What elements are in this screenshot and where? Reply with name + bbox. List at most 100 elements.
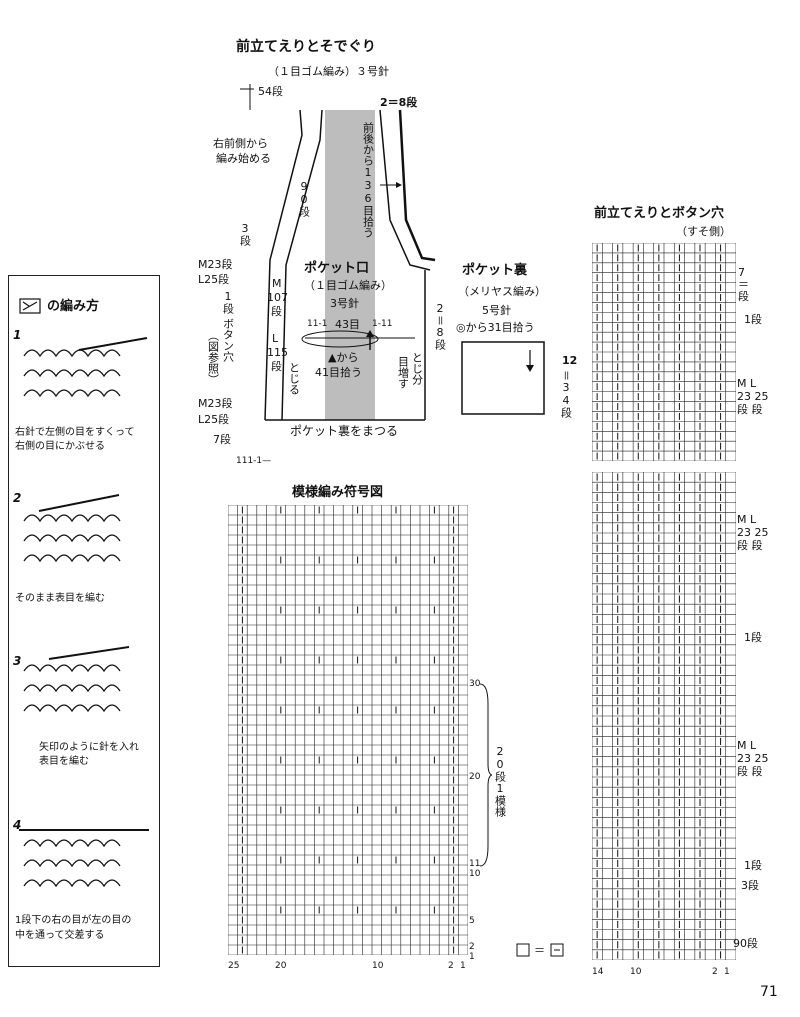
bh-x-1: 1	[724, 967, 730, 977]
m107-label: M	[272, 277, 282, 290]
l25-label: L25段	[198, 273, 230, 286]
pocket-back-rows-34: ＝34段	[559, 370, 573, 418]
pattern-chart-grid	[228, 505, 468, 955]
bh-rows-3: 3段	[741, 879, 759, 892]
pocket-needle: 3号針	[330, 297, 359, 310]
start-note-2: 編み始める	[216, 152, 271, 165]
top-right-rows-label: 2＝8段	[380, 96, 418, 109]
arrow-right-head	[396, 182, 402, 188]
collar-outline-left-inner	[281, 109, 323, 421]
step-3-caption-1: 矢印のように針を入れ	[39, 742, 139, 753]
step-4-caption-1: 1段下の右の目が左の目の	[15, 915, 132, 926]
pattern-y-30: 30	[469, 679, 481, 689]
pattern-x-25: 25	[228, 961, 240, 971]
l25b-label: L25段	[198, 413, 230, 426]
bottom-mark: 111-1—	[236, 456, 272, 466]
pattern-x-2: 2	[448, 961, 454, 971]
step-4-illustration	[19, 829, 149, 888]
pattern-x-1: 1	[460, 961, 466, 971]
legend-equals: ＝	[534, 944, 545, 957]
pocket-pickup: ▲から	[328, 351, 359, 364]
pocket-back-subtitle: （メリヤス編み）	[458, 285, 546, 298]
bh-ml-2b: 段 段	[737, 539, 763, 552]
buttonhole-grid-bottom	[592, 472, 736, 960]
l115-unit: 段	[271, 360, 282, 373]
pocket-back-rows-12: 12	[562, 354, 578, 367]
buttonhole-chart-subtitle: （すそ側）	[676, 225, 731, 238]
tojiru-label: とじる	[287, 362, 301, 395]
step-3-illustration	[23, 646, 130, 713]
step-2-caption-1: そのまま表目を編む	[15, 593, 105, 604]
step-1-caption-1: 右針で左側の目をすくって	[15, 427, 135, 438]
bh-rows-90: 90段	[733, 937, 758, 950]
bh-row-1c: 1段	[744, 859, 762, 872]
one-row-label: 1段	[221, 290, 235, 314]
pattern-y-11: 11	[469, 859, 481, 869]
rows-54-label: 54段	[258, 85, 283, 98]
legend-box-blank	[516, 943, 530, 957]
bh-x-14: 14	[592, 967, 604, 977]
cross-symbol-icon	[19, 298, 41, 314]
see-figure-label: （図参照）	[206, 330, 220, 385]
bh-rows-7: 7	[738, 266, 745, 279]
buttonhole-grid-top	[592, 243, 736, 461]
step-2-illustration	[23, 494, 121, 563]
front-collar-title: 前立てえりとそでぐり	[236, 39, 376, 55]
bh-ml-1: M L	[737, 377, 757, 390]
stitch-guide-title: の編み方	[47, 299, 100, 314]
pocket-back-pickup: ◎から31目拾う	[456, 321, 535, 334]
step-4-caption-2: 中を通って交差する	[15, 930, 105, 941]
bh-ml-1a: 23 25	[737, 390, 769, 403]
l115-label: L	[272, 332, 279, 345]
pocket-back-needle: 5号針	[482, 304, 511, 317]
rows-90-label: 90段	[297, 180, 311, 217]
m107-unit: 段	[271, 305, 282, 318]
bh-rows-7c: 段	[738, 290, 749, 303]
step-2-number: 2	[13, 491, 22, 505]
buttonhole-label: ボタン穴	[221, 318, 235, 362]
bh-rows-7b: ＝	[738, 278, 749, 291]
start-note-1: 右前側から	[213, 137, 268, 150]
pattern-y-10: 10	[469, 869, 481, 879]
pattern-y-1: 1	[469, 952, 475, 962]
bh-ml-3b: 段 段	[737, 765, 763, 778]
buttonhole-chart-title: 前立てえりとボタン穴	[594, 206, 725, 221]
step-4-number: 4	[13, 818, 22, 832]
pocket-opening-title: ポケット口	[304, 261, 370, 276]
bh-x-2: 2	[712, 967, 718, 977]
pocket-bottom-note: ポケット裏をまつる	[290, 424, 399, 438]
bh-ml-1b: 段 段	[737, 403, 763, 416]
l115-value: 115	[267, 346, 288, 359]
repeat-brace	[479, 683, 492, 867]
pocket-right-mark: 1-11	[372, 319, 393, 329]
pocket-opening-arc	[301, 330, 379, 348]
pocket-stitches: 43目	[335, 318, 360, 331]
collar-outline-right	[379, 109, 431, 271]
collar-strip	[325, 110, 375, 420]
pickup-vertical-label: 前後から136目拾う	[361, 122, 375, 238]
front-collar-subtitle: （１目ゴム編み）３号針	[268, 65, 389, 78]
step-1-illustration	[23, 337, 148, 398]
bh-ml-2a: 23 25	[737, 526, 769, 539]
collar-outline-right-outer	[398, 109, 436, 262]
page-number: 71	[760, 984, 778, 1000]
step-1-caption-2: 右側の目にかぶせる	[15, 441, 105, 452]
pocket-opening-subtitle: （１目ゴム編み）	[304, 279, 392, 292]
collar-outline-left	[264, 109, 303, 421]
m107-value: 107	[267, 291, 288, 304]
bh-ml-2: M L	[737, 513, 757, 526]
pattern-y-5: 5	[469, 916, 475, 926]
legend-box-purl	[550, 943, 564, 957]
pocket-right-rows: 2＝8段	[433, 302, 447, 350]
pocket-left-mark: 11-1	[307, 319, 328, 329]
pattern-y-2: 2	[469, 942, 475, 952]
repeat-label: 20段1模様	[493, 745, 507, 817]
rows-7-label: 7段	[213, 433, 231, 446]
pattern-y-20: 20	[469, 772, 481, 782]
arrow-up-head	[366, 330, 374, 337]
front-collar-shape	[240, 84, 436, 421]
bh-row-1a: 1段	[744, 313, 762, 326]
increase-label: 目増す	[396, 356, 410, 389]
rows-3-label: 3段	[238, 222, 252, 246]
m23-label: M23段	[198, 258, 233, 271]
